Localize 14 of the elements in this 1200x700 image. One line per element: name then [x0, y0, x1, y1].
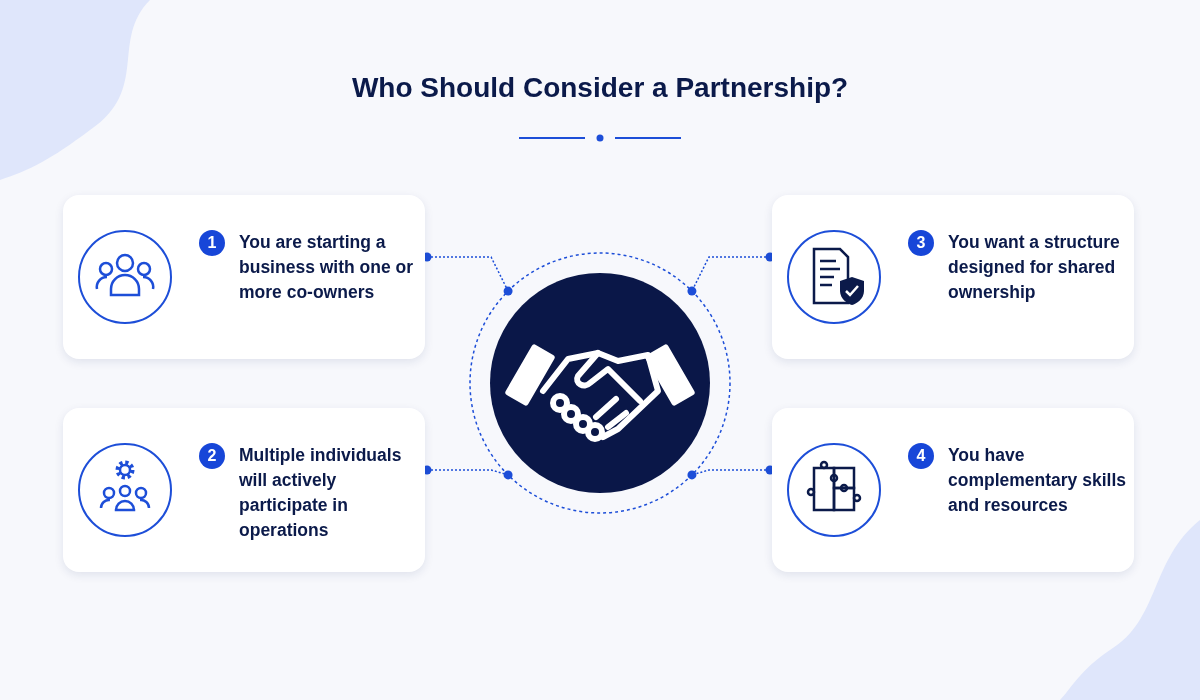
number-badge: 1 [199, 230, 225, 256]
card-text: Multiple individuals will actively participate in operations [239, 444, 403, 542]
card-text: You have complementary skills and resources [948, 444, 1127, 517]
info-card [63, 408, 425, 572]
title: Who Should Consider a Partnership? [350, 72, 850, 104]
handshake-icon [468, 251, 732, 515]
info-card [63, 195, 425, 359]
info-card [772, 195, 1134, 359]
info-card [772, 408, 1134, 572]
number-badge: 3 [908, 230, 934, 256]
card-text: You want a structure designed for shared ownership [948, 231, 1121, 304]
card-text: You are starting a business with one or more co-owners [239, 231, 415, 304]
number-badge: 2 [199, 443, 225, 469]
number-badge: 4 [908, 443, 934, 469]
